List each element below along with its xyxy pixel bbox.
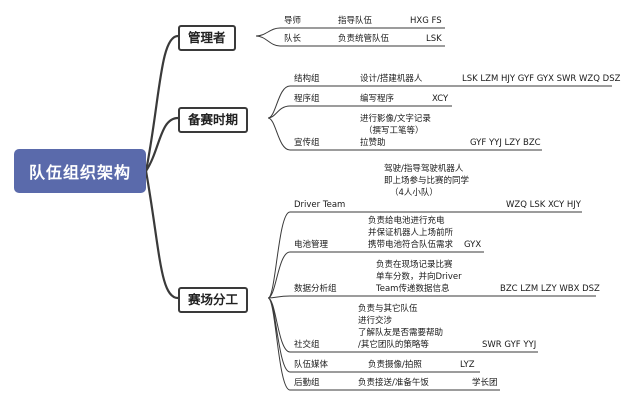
connector-field-sub bbox=[267, 211, 291, 391]
field-desc-social-1: 负责与其它队伍 bbox=[358, 304, 418, 314]
manager-members-advisor: HXG FS bbox=[410, 16, 442, 26]
field-desc-data-1: 负责在现场记录比赛 bbox=[376, 260, 453, 270]
field-desc-social-3: 了解队友是否需要帮助 bbox=[358, 328, 444, 338]
field-desc-battery-3: 携带电池符合队伍需求 bbox=[368, 240, 454, 250]
manager-role-advisor: 导师 bbox=[284, 16, 302, 26]
connector-root-manager bbox=[144, 34, 179, 172]
prep-members-structure: LSK LZM HJY GYF GYX SWR WZQ DSZ bbox=[462, 74, 621, 84]
field-role-driver: Driver Team bbox=[294, 200, 346, 210]
connector-root-prep bbox=[145, 116, 179, 172]
field-role-data: 数据分析组 bbox=[294, 284, 337, 294]
connector-manager-sub bbox=[255, 27, 281, 47]
connector-prep-sub bbox=[267, 85, 291, 151]
field-desc-data-2: 单车分数，并向Driver bbox=[376, 272, 462, 282]
manager-members-captain: LSK bbox=[426, 34, 442, 44]
field-desc-driver-2: 即上场参与比赛的同学 bbox=[384, 176, 470, 186]
field-members-battery: GYX bbox=[464, 240, 482, 250]
field-desc-driver-1: 驾驶/指导驾驶机器人 bbox=[384, 164, 464, 174]
field-desc-social-4: /其它团队的策略等 bbox=[358, 340, 429, 350]
field-desc-media: 负责摄像/拍照 bbox=[368, 360, 422, 370]
prep-role-structure: 结构组 bbox=[294, 74, 320, 84]
field-members-media: LYZ bbox=[460, 360, 475, 370]
field-role-media: 队伍媒体 bbox=[294, 360, 329, 370]
field-role-social: 社交组 bbox=[294, 340, 320, 350]
field-desc-logistics: 负责接送/准备午饭 bbox=[358, 378, 429, 388]
prep-role-program: 程序组 bbox=[294, 94, 320, 104]
prep-members-publicity: GYF YYJ LZY BZC bbox=[470, 138, 541, 148]
manager-desc-captain: 负责统管队伍 bbox=[338, 34, 390, 44]
field-desc-data-3: Team传递数据信息 bbox=[376, 284, 450, 294]
manager-role-captain: 队长 bbox=[284, 34, 302, 44]
field-members-logistics: 学长团 bbox=[472, 378, 498, 388]
field-members-driver: WZQ LSK XCY HJY bbox=[506, 200, 582, 210]
field-role-logistics: 后勤组 bbox=[294, 378, 320, 388]
prep-desc-publicity-1: 进行影像/文字记录 bbox=[360, 114, 431, 124]
field-desc-battery-2: 并保证机器人上场前所 bbox=[368, 228, 454, 238]
prep-desc-structure: 设计/搭建机器人 bbox=[360, 74, 423, 84]
main-node-field: 赛场分工 bbox=[178, 287, 249, 313]
prep-desc-program: 编写程序 bbox=[360, 94, 395, 104]
field-members-data: BZC LZM LZY WBX DSZ bbox=[500, 284, 600, 294]
prep-desc-publicity-3: 拉赞助 bbox=[360, 138, 386, 148]
prep-desc-publicity-2: （撰写工笔等） bbox=[364, 126, 424, 136]
field-desc-battery-1: 负责给电池进行充电 bbox=[368, 216, 445, 226]
main-node-prep: 备赛时期 bbox=[178, 107, 249, 133]
prep-role-publicity: 宣传组 bbox=[294, 138, 320, 148]
main-node-manager: 管理者 bbox=[178, 25, 236, 51]
field-desc-driver-3: （4人小队） bbox=[390, 188, 438, 198]
prep-members-program: XCY bbox=[432, 94, 449, 104]
manager-desc-advisor: 指导队伍 bbox=[338, 16, 373, 26]
field-desc-social-2: 进行交涉 bbox=[358, 316, 393, 326]
connector-root-field bbox=[144, 170, 179, 300]
field-members-social: SWR GYF YYJ bbox=[482, 340, 537, 350]
root-node: 队伍组织架构 bbox=[14, 149, 146, 193]
field-role-battery: 电池管理 bbox=[294, 240, 329, 250]
